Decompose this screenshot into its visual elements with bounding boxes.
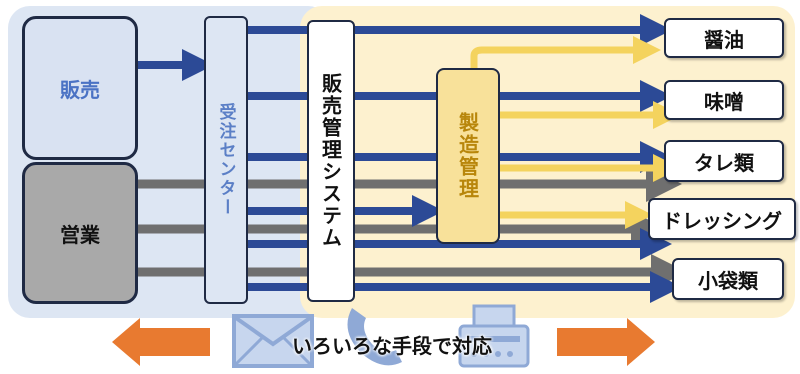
product-label: ドレッシング xyxy=(662,208,782,233)
phone-icon xyxy=(347,308,402,366)
manufacturing-label: 製造管理 xyxy=(455,112,480,200)
product-small-packs: 小袋類 xyxy=(672,258,784,300)
product-label: タレ類 xyxy=(694,150,754,175)
footer-caption: いろいろな手段で対応 xyxy=(292,334,492,358)
sales-system-box: 販売管理システム xyxy=(307,20,355,302)
eigyo-dept-box: 営業 xyxy=(22,162,138,304)
product-dressing: ドレッシング xyxy=(648,198,796,240)
manufacturing-box: 製造管理 xyxy=(436,68,500,244)
eigyo-dept-label: 営業 xyxy=(60,222,100,247)
sales-dept-box: 販売 xyxy=(22,16,138,160)
product-label: 味噌 xyxy=(704,89,744,114)
mail-icon xyxy=(232,314,314,368)
product-soy-sauce: 醤油 xyxy=(664,18,784,58)
product-miso: 味噌 xyxy=(664,80,784,120)
order-center-box: 受注センター xyxy=(204,16,248,304)
arrow-orange-left xyxy=(112,318,210,366)
sales-system-label: 販売管理システム xyxy=(318,73,343,249)
sales-dept-label: 販売 xyxy=(60,77,100,102)
product-label: 小袋類 xyxy=(698,268,758,293)
arrow-orange-right xyxy=(557,318,655,366)
order-center-label: 受注センター xyxy=(215,103,236,217)
product-label: 醤油 xyxy=(704,27,744,52)
arrow-yellow-1 xyxy=(470,36,661,68)
fax-icon xyxy=(458,304,530,368)
product-sauces: タレ類 xyxy=(664,140,784,182)
